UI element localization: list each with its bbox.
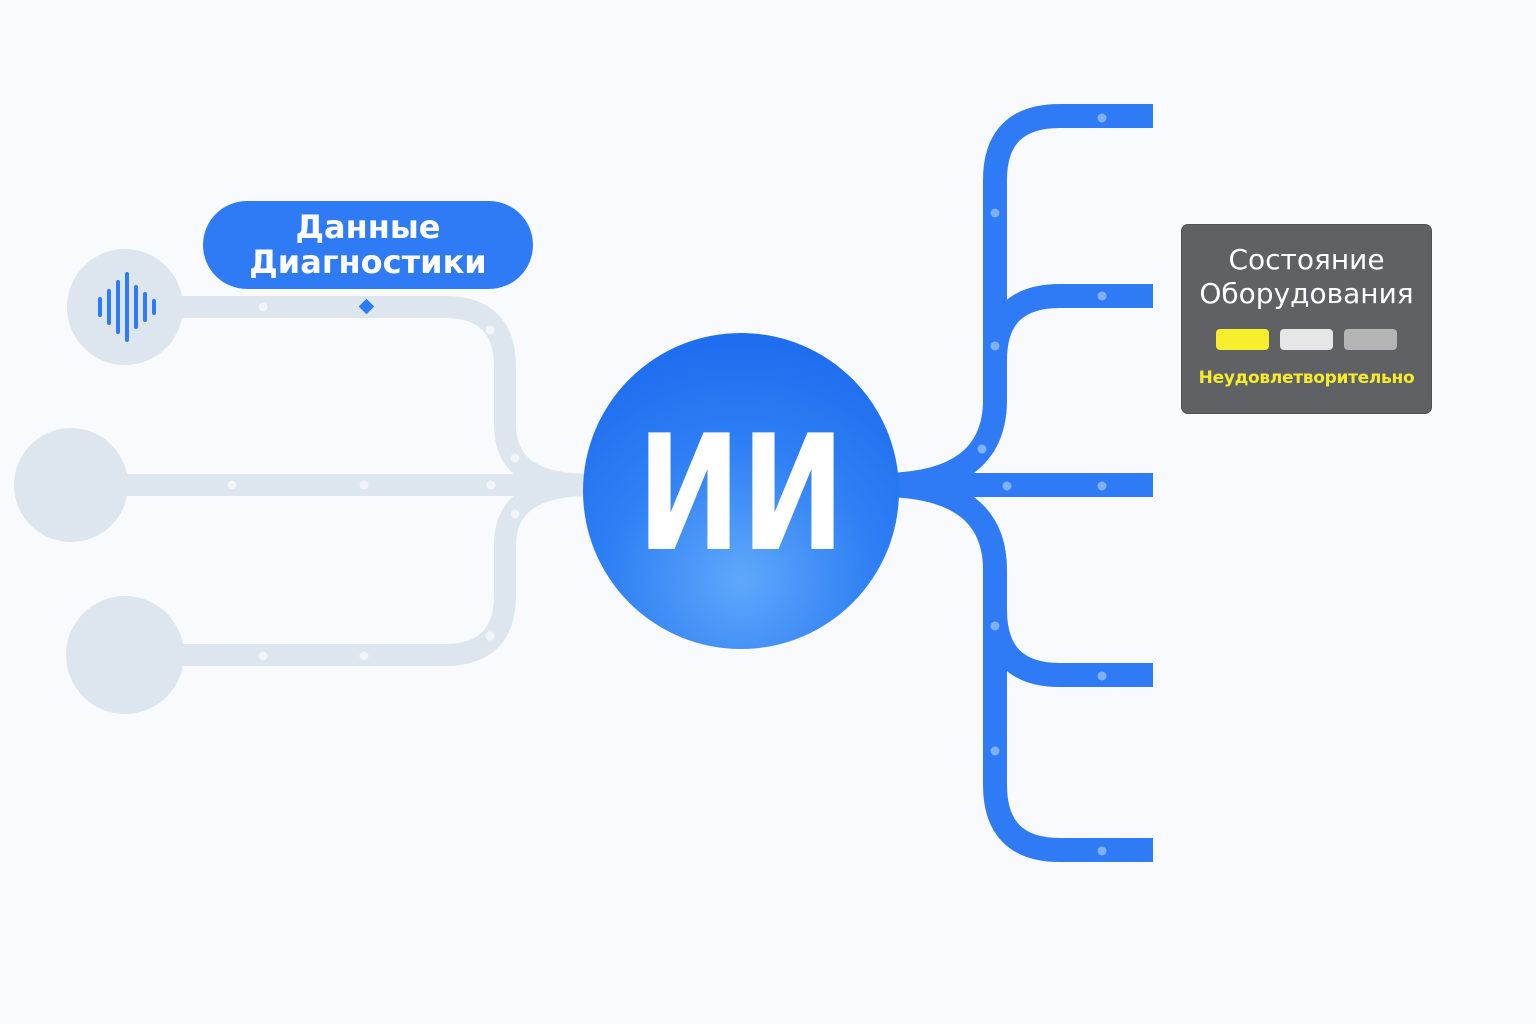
diagnostics-label-line1: Данные	[295, 208, 441, 246]
output-track-2	[983, 284, 1153, 361]
diagnostics-label-line2: Диагностики	[249, 243, 487, 281]
ai-core-node[interactable]	[583, 333, 899, 649]
equipment-status-title: Состояние Оборудования	[1199, 243, 1413, 311]
input-tracks	[99, 296, 601, 666]
status-title-line1: Состояние	[1228, 243, 1385, 276]
status-swatch-2	[1280, 329, 1333, 350]
status-title-line2: Оборудования	[1199, 277, 1414, 310]
diagnostics-data-label[interactable]: Данные Диагностики	[203, 201, 533, 289]
sound-wave-icon	[98, 272, 156, 342]
input-track-dots	[227, 302, 520, 661]
output-track-5	[879, 473, 1153, 862]
output-track-dots	[977, 113, 1107, 856]
status-indicator-swatches	[1216, 329, 1397, 350]
output-track-4	[983, 609, 1153, 687]
status-swatch-1	[1216, 329, 1269, 350]
status-swatch-3	[1344, 329, 1397, 350]
input-track-top	[149, 296, 601, 496]
ai-core-label: ИИ	[637, 400, 845, 587]
input-node-bottom[interactable]	[66, 596, 184, 714]
input-node-middle[interactable]	[14, 428, 128, 542]
equipment-status-value: Неудовлетворительно	[1198, 368, 1415, 388]
output-tracks	[879, 104, 1153, 862]
equipment-status-card[interactable]: Состояние Оборудования Неудовлетворитель…	[1181, 224, 1432, 414]
input-track-bottom	[149, 474, 601, 666]
